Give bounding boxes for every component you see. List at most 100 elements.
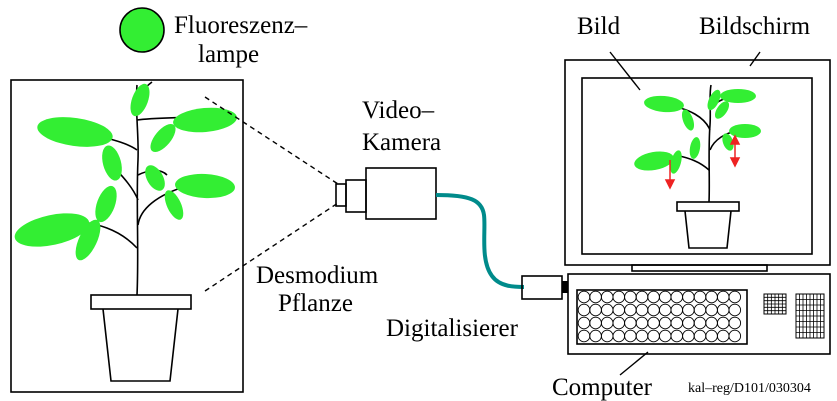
screen-leaf bbox=[634, 151, 674, 171]
screen-pointer-line bbox=[749, 51, 761, 67]
plant-label-line1: Desmodium bbox=[256, 262, 379, 289]
digitizer bbox=[521, 275, 568, 300]
screen-leaf bbox=[722, 133, 734, 151]
keyboard-key bbox=[647, 290, 660, 304]
plant-leaf bbox=[150, 123, 176, 153]
keyboard-key bbox=[635, 290, 649, 304]
keyboard-key bbox=[647, 329, 660, 343]
keyboard-key bbox=[635, 316, 649, 330]
keyboard-key bbox=[693, 290, 707, 304]
keyboard-key bbox=[682, 303, 695, 317]
plant-leaf bbox=[95, 185, 117, 223]
keyboard-key bbox=[635, 303, 649, 317]
keyboard-key bbox=[728, 290, 742, 304]
plant-frame bbox=[10, 79, 244, 393]
keyboard-key bbox=[658, 316, 672, 330]
screen-leaf bbox=[720, 89, 756, 103]
plant-label-line2: Pflanze bbox=[278, 290, 353, 317]
keyboard-key bbox=[682, 290, 695, 304]
fluorescent-lamp bbox=[119, 7, 165, 53]
video-cable bbox=[435, 193, 525, 289]
keyboard-key bbox=[693, 329, 707, 343]
keyboard-key bbox=[705, 329, 718, 343]
plant-leaf bbox=[102, 145, 122, 181]
screen-leaf bbox=[714, 101, 730, 119]
keyboard-keys bbox=[577, 290, 742, 343]
keyboard-key bbox=[705, 290, 718, 304]
large-keypad bbox=[795, 293, 825, 339]
image-pointer-line bbox=[609, 51, 641, 91]
plant-leaf bbox=[173, 107, 237, 133]
keyboard-key bbox=[589, 290, 602, 304]
lamp-label-line2: lampe bbox=[198, 41, 259, 68]
screen-flower-pot bbox=[676, 201, 740, 249]
reference-code: kal–reg/D101/030304 bbox=[688, 381, 811, 396]
keyboard-key bbox=[670, 316, 684, 330]
keyboard-key bbox=[647, 316, 660, 330]
screen-leaf bbox=[707, 89, 721, 111]
plant-leaf bbox=[164, 190, 184, 220]
keyboard-key bbox=[612, 316, 626, 330]
plant-leaf bbox=[14, 213, 90, 247]
image-label: Bild bbox=[577, 13, 621, 40]
keyboard-key bbox=[612, 329, 626, 343]
keyboard-key bbox=[728, 329, 742, 343]
keyboard-key bbox=[577, 316, 591, 330]
monitor bbox=[564, 59, 831, 272]
keyboard-key bbox=[589, 303, 602, 317]
screen-leaf bbox=[670, 150, 682, 174]
desmodium-plant bbox=[14, 81, 237, 296]
keyboard-key bbox=[682, 316, 695, 330]
keyboard-key bbox=[624, 290, 637, 304]
keyboard-key bbox=[600, 316, 614, 330]
keyboard-key bbox=[635, 329, 649, 343]
computer-pointer-line bbox=[619, 351, 649, 376]
plant-stem-branches bbox=[51, 81, 196, 296]
keyboard-key bbox=[577, 303, 591, 317]
keyboard-key bbox=[728, 303, 742, 317]
keyboard-key bbox=[670, 290, 684, 304]
small-keypad bbox=[763, 293, 787, 315]
plant-leaf bbox=[145, 165, 165, 191]
keyboard-key bbox=[716, 316, 730, 330]
keyboard-key bbox=[600, 329, 614, 343]
keyboard-key bbox=[658, 290, 672, 304]
screen-plant bbox=[634, 84, 761, 249]
plant-leaf bbox=[175, 173, 235, 199]
keyboard-key bbox=[624, 303, 637, 317]
movement-arrow bbox=[664, 160, 676, 190]
keyboard-key bbox=[577, 290, 591, 304]
keyboard-key bbox=[658, 303, 672, 317]
keyboard-key bbox=[589, 316, 602, 330]
computer bbox=[567, 273, 831, 355]
digitizer-label: Digitalisierer bbox=[386, 315, 519, 342]
camera-label-line2: Kamera bbox=[362, 129, 441, 156]
camera-label-line1: Video– bbox=[362, 97, 435, 124]
keyboard-key bbox=[624, 329, 637, 343]
keyboard-key bbox=[716, 303, 730, 317]
screen-label: Bildschirm bbox=[699, 13, 811, 40]
keyboard-key bbox=[600, 303, 614, 317]
keyboard-key bbox=[716, 290, 730, 304]
keyboard-key bbox=[682, 329, 695, 343]
screen-leaf bbox=[644, 95, 684, 113]
keyboard-key bbox=[693, 316, 707, 330]
plant-leaf bbox=[75, 219, 101, 261]
lamp-label-line1: Fluoreszenz– bbox=[174, 12, 308, 39]
keyboard-key bbox=[612, 303, 626, 317]
keyboard-key bbox=[600, 290, 614, 304]
keyboard-key bbox=[589, 329, 602, 343]
movement-arrow bbox=[729, 134, 741, 168]
keyboard-key bbox=[728, 316, 742, 330]
keyboard-key bbox=[624, 316, 637, 330]
keyboard-key bbox=[705, 303, 718, 317]
screen-leaf bbox=[681, 109, 695, 131]
keyboard-key bbox=[658, 329, 672, 343]
keyboard-key bbox=[612, 290, 626, 304]
keyboard-key bbox=[716, 329, 730, 343]
keyboard bbox=[576, 289, 748, 345]
plant-leaf bbox=[130, 83, 150, 117]
keyboard-key bbox=[670, 329, 684, 343]
keyboard-key bbox=[647, 303, 660, 317]
flower-pot bbox=[90, 294, 192, 382]
